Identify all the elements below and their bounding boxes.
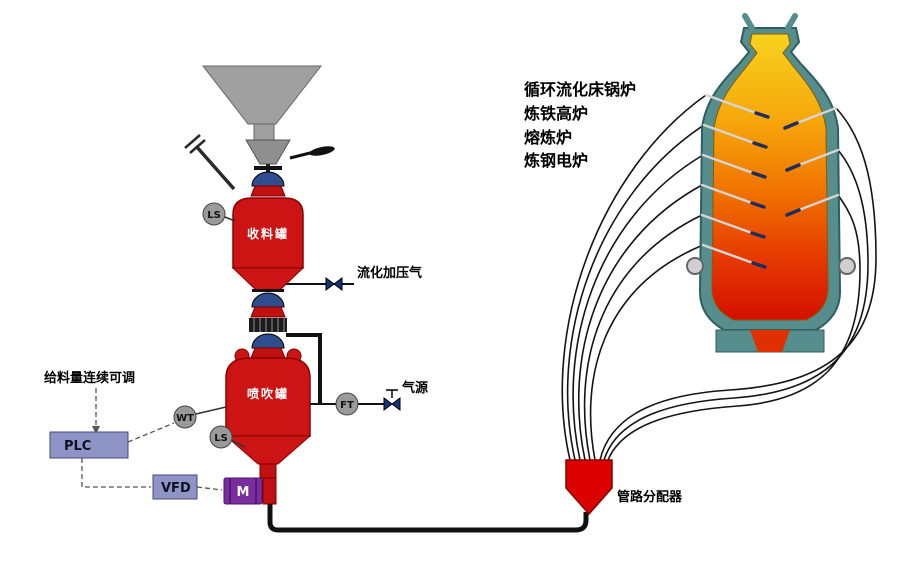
distribution-pipes	[561, 94, 877, 461]
receiving-tank-body	[232, 197, 304, 269]
hopper-funnel	[201, 65, 323, 125]
conveying-pipe	[267, 504, 589, 533]
flange-top	[254, 166, 282, 170]
flange-mid	[252, 289, 284, 292]
injection-nozzles-right	[783, 106, 840, 217]
vfd-to-motor-link	[196, 486, 223, 491]
furnace-trunnion-right	[838, 257, 856, 275]
application-label-smelting-furnace: 熔炼炉	[524, 128, 572, 147]
dome-valve-1	[250, 171, 286, 197]
fluidizing-gas-label: 流化加压气	[357, 265, 422, 281]
fluidizing-gas-line: 流化加压气	[286, 265, 422, 291]
plc-label: PLC	[64, 439, 91, 454]
injection-tank-cone	[224, 435, 312, 465]
furnace-tap-glow	[750, 330, 790, 352]
injection-nozzles-left	[700, 93, 770, 269]
receiving-tank: 收料罐	[231, 197, 305, 292]
wt-sensor-label: WT	[176, 413, 194, 424]
injection-tank-label: 喷吹罐	[247, 386, 289, 401]
application-label-cfb-boiler: 循环流化床锅炉	[524, 80, 636, 99]
injection-tank: 喷吹罐	[224, 348, 312, 479]
control-chain: 给料量连续可调 PLC VFD	[44, 370, 223, 500]
dome-valve-3	[250, 333, 286, 359]
bellows-joint	[249, 318, 287, 332]
feeder-coupling	[262, 477, 277, 505]
gas-source-valve-icon	[383, 389, 401, 411]
inlet-flange-2	[184, 134, 201, 149]
pipeline-distributor: 管路分配器	[565, 459, 683, 516]
furnace-trunnion-left	[686, 257, 704, 275]
receiving-tank-label: 收料罐	[247, 226, 289, 241]
feed-hopper	[184, 65, 335, 191]
hopper-neck	[253, 123, 275, 141]
feeder-motor: M	[223, 477, 277, 505]
injection-tank-neck	[259, 463, 277, 479]
motor-label: M	[237, 485, 250, 500]
feed-note-arrowhead	[92, 426, 100, 434]
application-label-blast-furnace: 炼铁高炉	[524, 104, 588, 123]
furnace-top-prong-left	[742, 13, 755, 31]
vfd-label: VFD	[161, 481, 191, 496]
furnace	[686, 13, 856, 353]
ft-sensor-label: FT	[340, 400, 354, 411]
ls-sensor-bottom: LS	[209, 425, 246, 449]
dome-valve-2	[250, 292, 286, 318]
receiving-tank-cone	[231, 267, 305, 291]
furnace-top-prong-right	[785, 13, 798, 31]
furnace-interior	[711, 33, 829, 321]
ls-sensor-top: LS	[202, 202, 236, 226]
fluidizing-gas-valve-icon	[325, 277, 343, 291]
application-label-electric-arc-furnace: 炼钢电炉	[524, 151, 588, 170]
slanted-inlet-pipe	[194, 144, 236, 191]
pipeline-distributor-label: 管路分配器	[617, 489, 683, 505]
plc-to-wt-link	[127, 422, 175, 443]
inlet-flange-1	[189, 139, 206, 154]
ls-sensor-top-label: LS	[207, 210, 221, 221]
hopper-small-funnel	[245, 139, 291, 165]
application-labels: 循环流化床锅炉 炼铁高炉 熔炼炉 炼钢电炉	[524, 80, 636, 170]
plc-to-vfd-link	[81, 458, 151, 488]
plc-box	[49, 431, 129, 459]
ft-sensor	[335, 392, 359, 416]
ls-sensor-bottom-label: LS	[214, 433, 228, 444]
pressurization-pipe	[286, 333, 322, 404]
wt-sensor: WT	[173, 405, 227, 429]
handwheel-icon	[309, 146, 335, 156]
feed-note-label: 给料量连续可调	[44, 370, 135, 386]
gas-source-label: 气源	[402, 380, 428, 396]
gas-source-line: FT 气源	[310, 380, 428, 416]
injection-tank-body	[225, 357, 311, 437]
